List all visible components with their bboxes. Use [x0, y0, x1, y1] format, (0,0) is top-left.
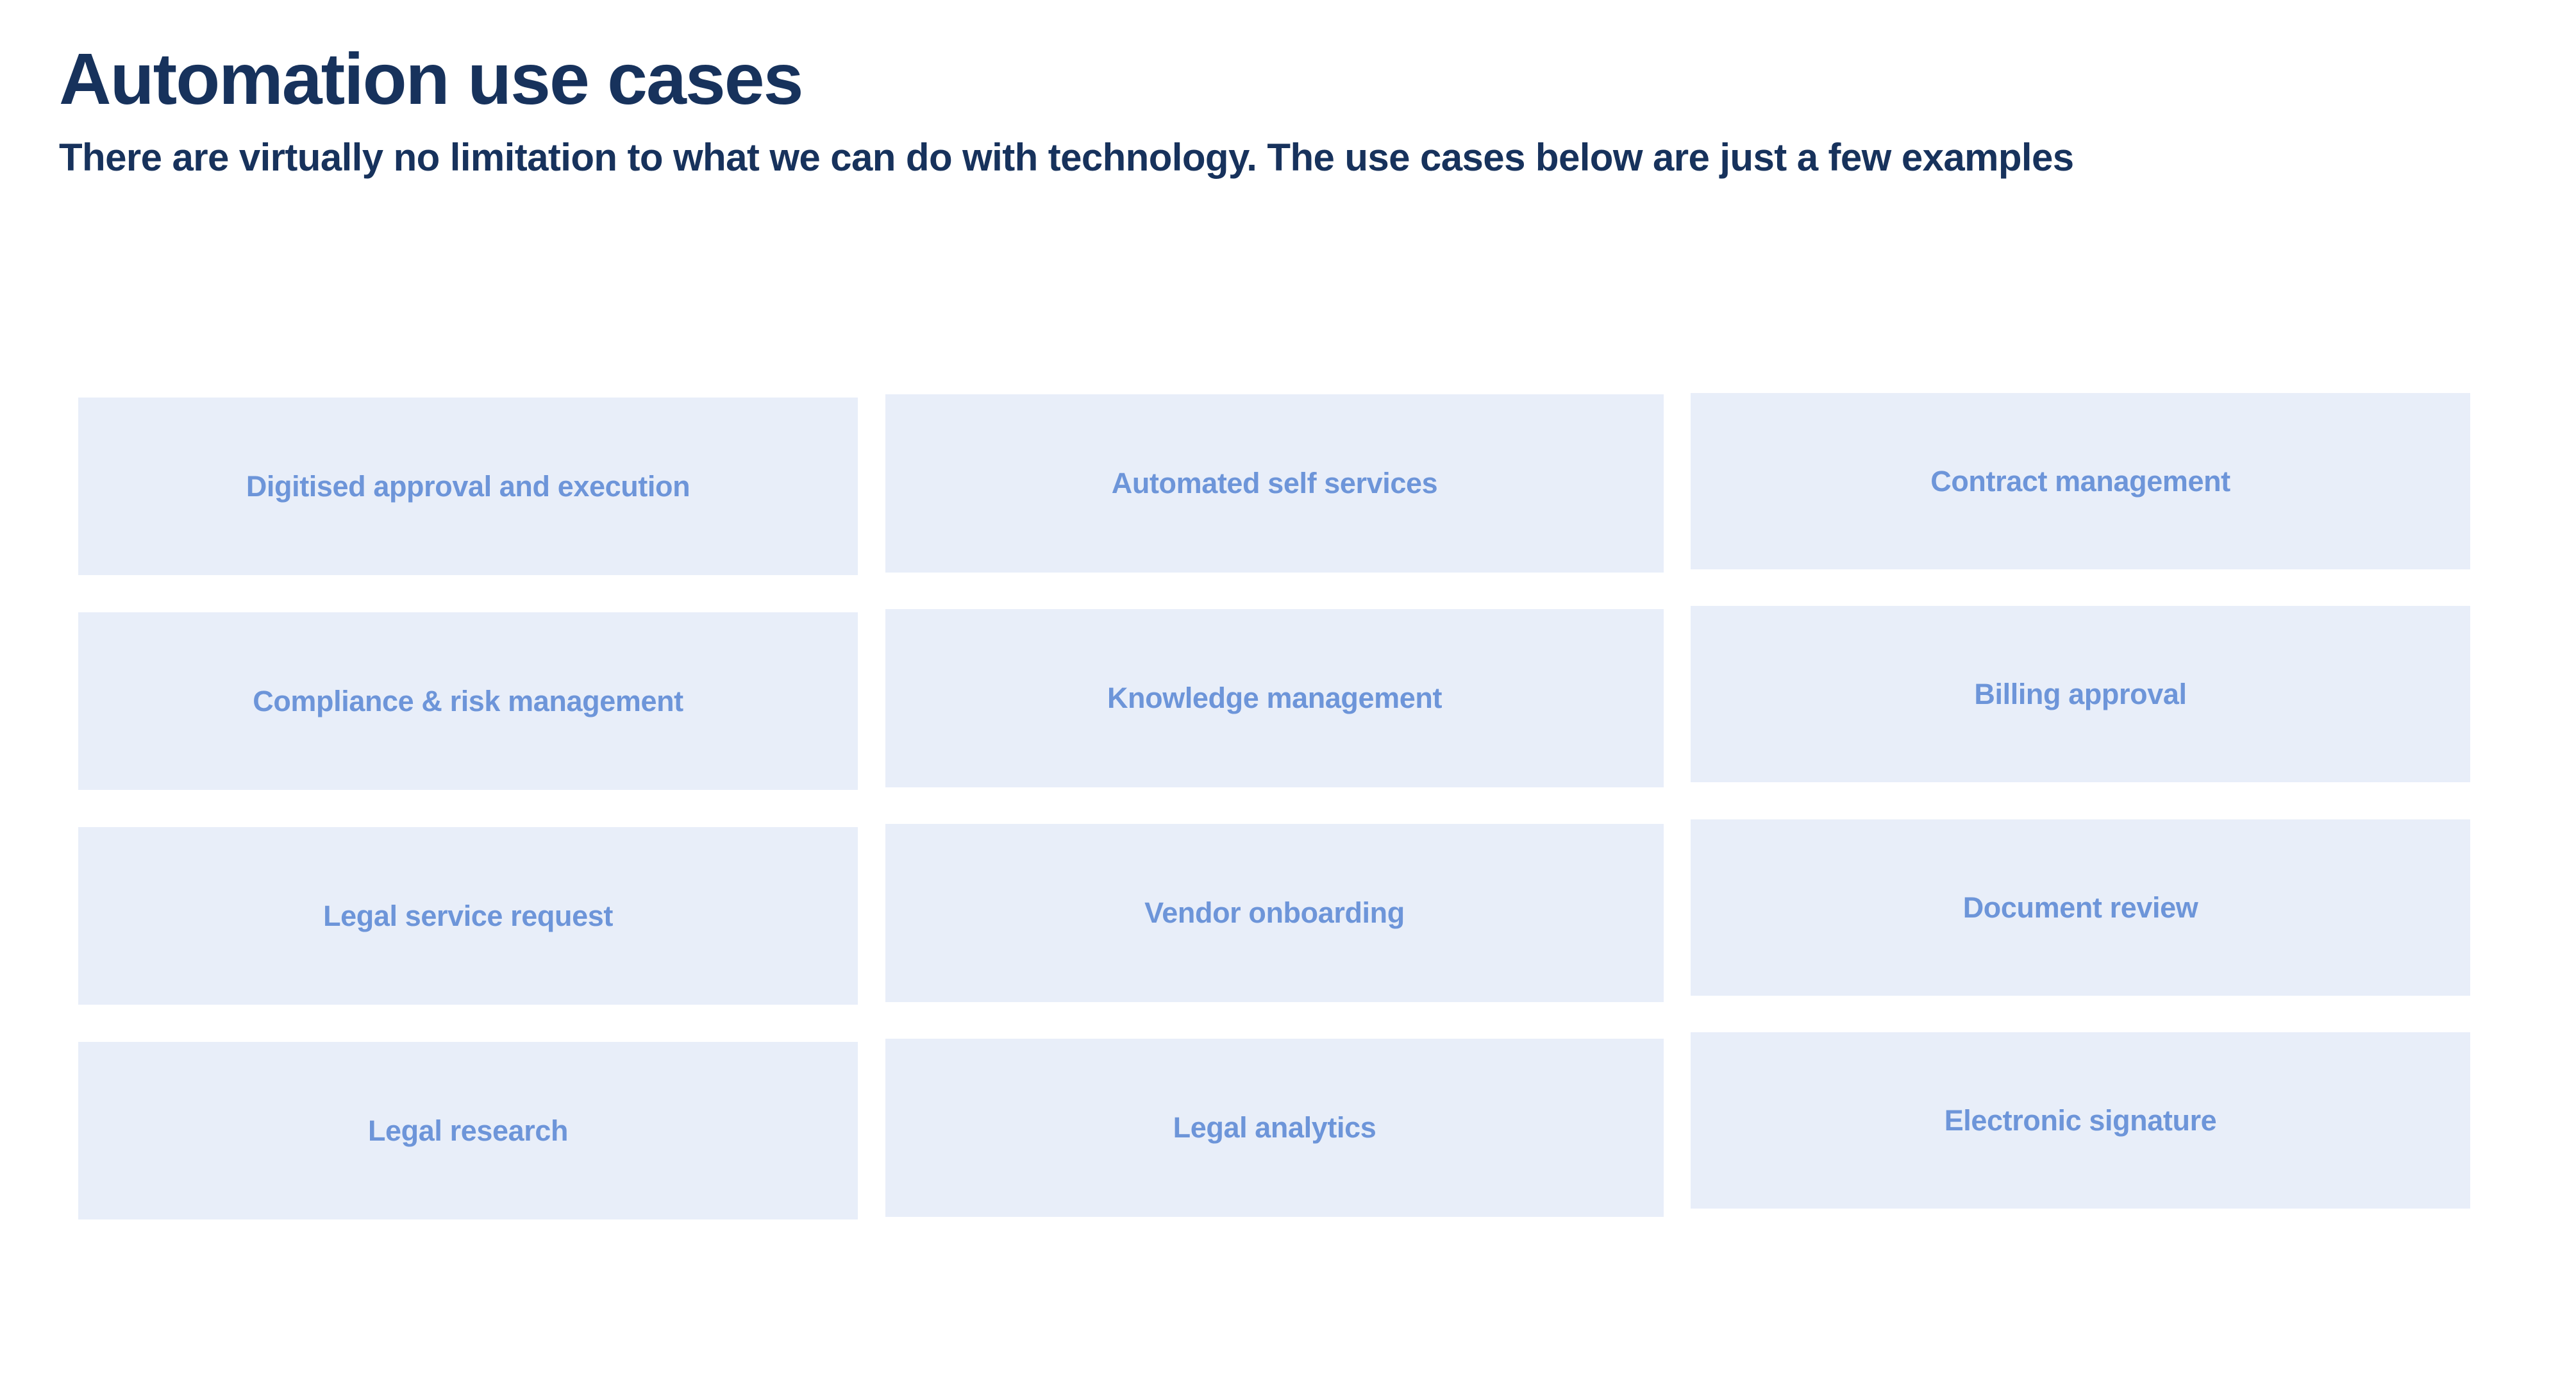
use-case-card[interactable]: Knowledge management — [885, 609, 1664, 787]
use-case-card[interactable]: Automated self services — [885, 394, 1664, 573]
use-case-card[interactable]: Legal analytics — [885, 1039, 1664, 1217]
use-case-card[interactable]: Billing approval — [1691, 606, 2470, 782]
use-case-label: Vendor onboarding — [1144, 896, 1405, 930]
use-case-label: Legal service request — [323, 899, 613, 932]
use-case-card[interactable]: Legal research — [78, 1042, 858, 1219]
use-case-label: Document review — [1962, 891, 2198, 924]
use-case-label: Contract management — [1930, 464, 2230, 498]
use-case-label: Billing approval — [1974, 677, 2187, 710]
use-case-card[interactable]: Digitised approval and execution — [78, 398, 858, 575]
use-case-card[interactable]: Compliance & risk management — [78, 612, 858, 790]
use-case-label: Legal research — [367, 1114, 569, 1147]
use-case-label: Electronic signature — [1944, 1103, 2217, 1137]
use-case-label: Automated self services — [1111, 467, 1438, 500]
use-case-card[interactable]: Electronic signature — [1691, 1032, 2470, 1209]
use-case-card[interactable]: Legal service request — [78, 827, 858, 1005]
use-case-card[interactable]: Vendor onboarding — [885, 824, 1664, 1002]
use-case-label: Digitised approval and execution — [246, 469, 690, 503]
use-case-card[interactable]: Contract management — [1691, 393, 2470, 569]
use-case-label: Knowledge management — [1107, 682, 1443, 715]
slide-header: Automation use cases There are virtually… — [59, 37, 2303, 183]
use-case-label: Compliance & risk management — [253, 684, 683, 717]
page-title: Automation use cases — [59, 38, 803, 119]
use-case-card[interactable]: Document review — [1691, 819, 2470, 996]
use-case-label: Legal analytics — [1173, 1111, 1376, 1144]
page-subtitle: There are virtually no limitation to wha… — [59, 136, 2074, 180]
